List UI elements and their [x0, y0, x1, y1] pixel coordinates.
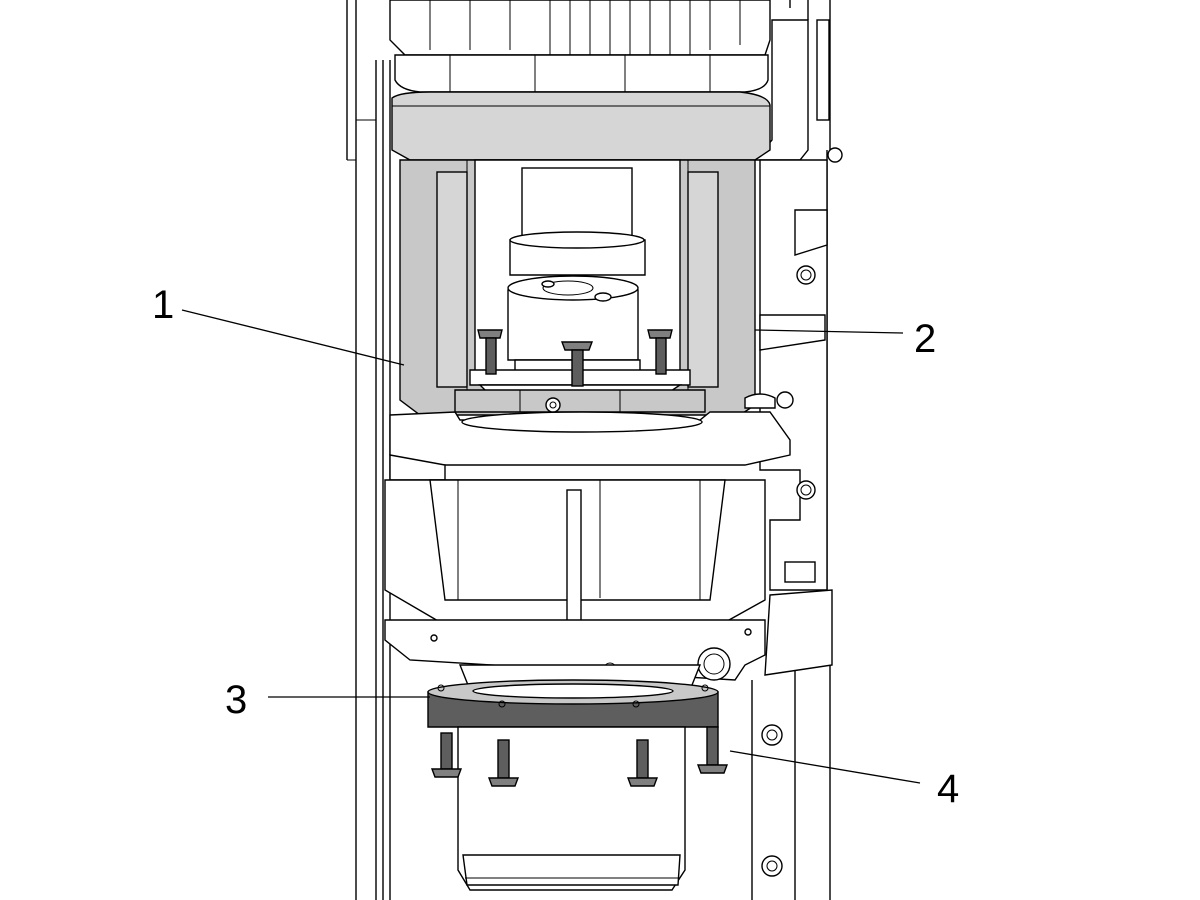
screw-head	[796, 265, 816, 285]
bolt-lower-1	[430, 732, 463, 778]
clamp-right	[744, 391, 794, 409]
leader-lines	[181, 309, 921, 784]
screw-head	[796, 480, 816, 500]
bolt-upper-right	[647, 329, 673, 375]
motor-top	[389, 0, 771, 93]
housing-right-details	[753, 19, 843, 676]
rail-screws	[761, 724, 783, 877]
lower-motor	[457, 726, 686, 891]
bolt-lower-3	[626, 739, 659, 787]
leader-line-1	[181, 309, 405, 366]
callout-4: 4	[937, 767, 959, 811]
housing-left-rail	[346, 0, 391, 900]
callout-2: 2	[914, 317, 936, 361]
coupling	[507, 167, 646, 379]
lower-flange-ring	[427, 679, 719, 728]
screw-head	[827, 147, 843, 163]
bolt-lower-2	[487, 739, 520, 787]
callout-3: 3	[225, 678, 247, 722]
gearbox	[384, 411, 791, 691]
callout-1: 1	[152, 283, 174, 327]
motor-cooling-fins	[429, 0, 741, 55]
bolt-lower-4	[696, 726, 729, 774]
adapter-collar	[454, 389, 706, 413]
bolt-upper-left	[477, 329, 503, 375]
leader-line-4	[729, 750, 921, 784]
bolt-upper-center	[560, 341, 594, 387]
leader-line-2	[754, 329, 904, 334]
